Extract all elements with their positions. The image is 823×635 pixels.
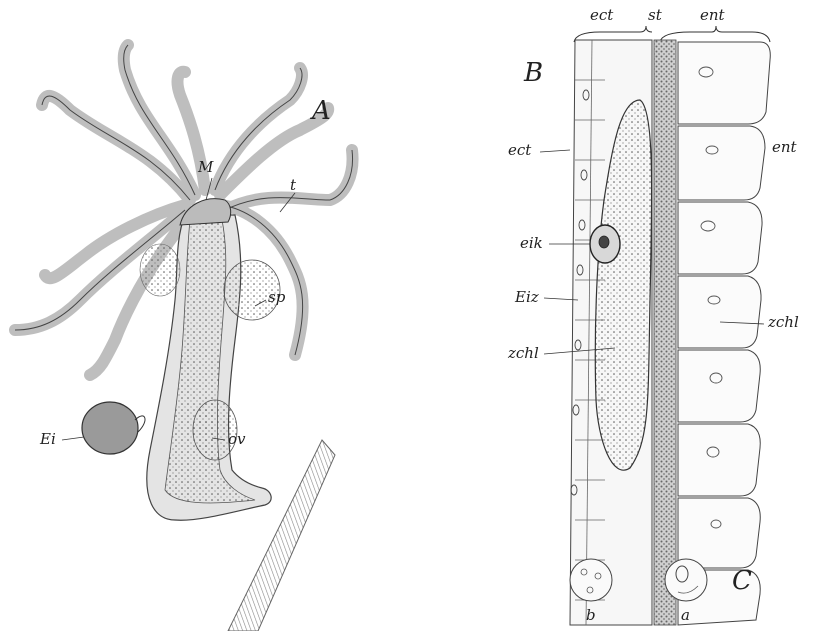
label-egg: Ei xyxy=(40,432,56,447)
egg xyxy=(82,402,138,454)
cell-b xyxy=(570,559,612,601)
panel-c-title: C xyxy=(732,568,752,594)
panel-b-drawing xyxy=(540,26,770,625)
label-endoderm-side: ent xyxy=(772,140,797,155)
panel-a-drawing xyxy=(15,45,353,631)
substrate-stem xyxy=(228,440,335,631)
egg-nucleolus xyxy=(599,236,609,248)
label-cell-a: a xyxy=(681,608,690,623)
label-tentacle: t xyxy=(290,178,296,193)
label-support-lamella: st xyxy=(648,8,662,23)
label-endoderm-top: ent xyxy=(700,8,725,23)
label-ovary: ov xyxy=(228,432,246,447)
support-lamella xyxy=(654,40,676,625)
label-ectoderm-top: ect xyxy=(590,8,613,23)
label-cell-b: b xyxy=(586,608,596,623)
panel-a-title: A xyxy=(312,98,331,124)
label-yolk-right: zchl xyxy=(768,315,799,330)
label-egg-cell: Eiz xyxy=(515,290,539,305)
label-spermary: sp xyxy=(268,290,285,305)
label-ectoderm-side: ect xyxy=(508,143,531,158)
panel-b-title: B xyxy=(524,60,543,86)
spermary-left xyxy=(140,244,180,296)
label-yolk-left: zchl xyxy=(508,346,539,361)
endoderm-cells xyxy=(678,42,770,625)
label-mouth: M xyxy=(198,160,213,175)
label-egg-nucleus: eik xyxy=(520,236,543,251)
